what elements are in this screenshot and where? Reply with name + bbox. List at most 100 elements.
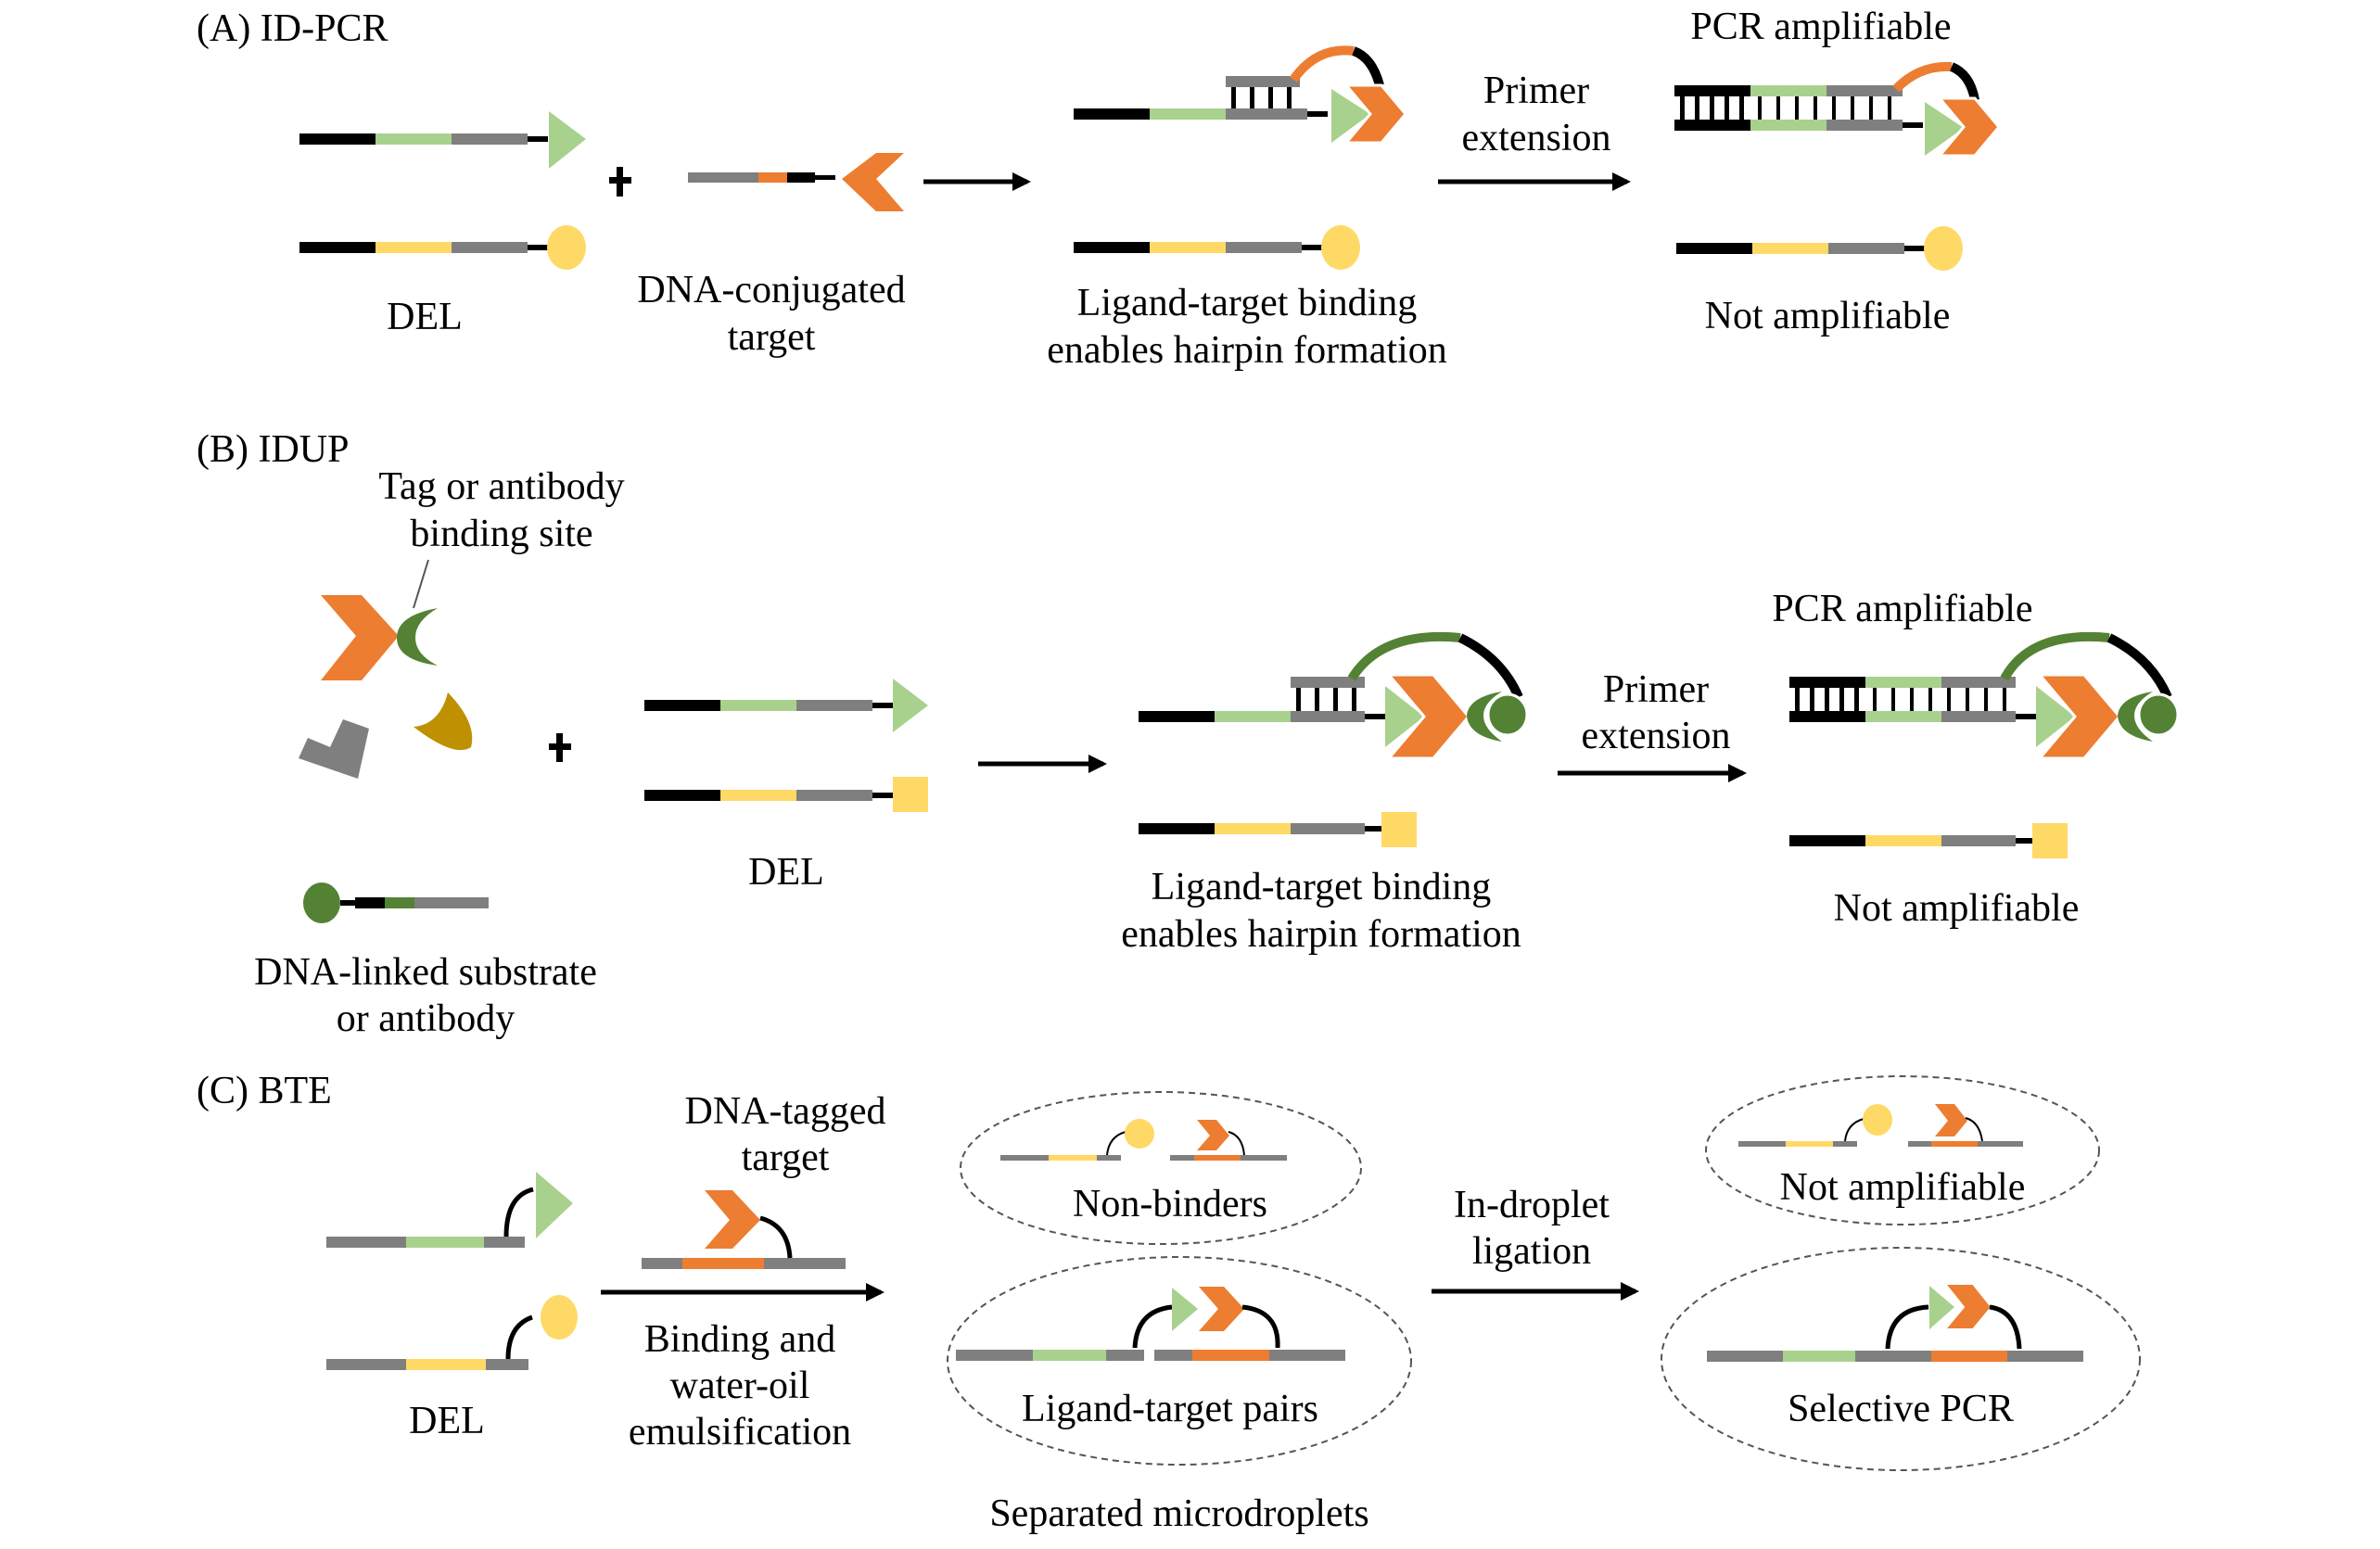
target-chevron-icon: [1936, 96, 2001, 158]
droplet-ligand-target-pairs: Ligand-target pairs: [947, 1256, 1412, 1466]
panel-a-arrow-label-2: extension: [1462, 117, 1611, 159]
panel-b-hairpin-label-2: enables hairpin formation: [1121, 913, 1521, 956]
ligand-square-icon: [2032, 823, 2068, 858]
result-top-label: Not amplifiable: [1780, 1166, 2026, 1209]
panel-c-arrow2-label-2: ligation: [1472, 1230, 1591, 1273]
panel-a-result-top: PCR amplifiable: [1690, 6, 1951, 48]
hairpin-complex: [1139, 632, 1529, 760]
target-chevron-icon: [1385, 673, 1470, 760]
droplet-bottom-label: Ligand-target pairs: [1022, 1388, 1318, 1430]
del-strand-green-triangle: [326, 1172, 573, 1248]
panel-b-result-bottom: Not amplifiable: [1834, 887, 2080, 930]
tag-crescent-icon: [2118, 692, 2153, 742]
panel-a-arrow-label-1: Primer: [1483, 70, 1589, 112]
del-strand-yellow-circle: [1074, 225, 1360, 270]
panel-a-target-label-1: DNA-conjugated: [637, 269, 905, 311]
droplet-non-binders: Non-binders: [960, 1091, 1362, 1245]
dna-tagged-target: [642, 1190, 846, 1269]
panel-b-del-label: DEL: [748, 851, 824, 894]
panel-c-arrow1-label-2: water-oil: [670, 1365, 810, 1407]
del-strand-green-triangle: [644, 679, 928, 732]
result-bottom-label: Selective PCR: [1788, 1388, 2014, 1430]
substrate-circle-icon: [2137, 692, 2180, 737]
ligand-triangle-icon: [1925, 102, 1964, 156]
ligand-triangle-icon: [1331, 89, 1370, 143]
del-strand-yellow-circle: [299, 225, 586, 270]
substrate-circle-icon: [303, 882, 340, 923]
panel-c-arrow1-label-1: Binding and: [644, 1318, 836, 1361]
droplet-not-amplifiable: Not amplifiable: [1705, 1075, 2100, 1225]
panel-b-substrate-label-1: DNA-linked substrate: [254, 951, 597, 994]
del-strand-green-triangle: [299, 111, 586, 169]
droplet-selective-pcr: Selective PCR: [1661, 1247, 2141, 1471]
panel-a-del-label: DEL: [387, 296, 463, 338]
ligand-square-icon: [893, 777, 928, 812]
substrate-circle-icon: [1486, 692, 1529, 737]
droplet-top-label: Non-binders: [1073, 1183, 1267, 1225]
callout-line: [413, 559, 429, 609]
hairpin-complex: [1074, 45, 1407, 145]
panel-c-arrow2-label-1: In-droplet: [1454, 1184, 1610, 1226]
target-chevron-icon: [321, 595, 399, 680]
target-chevron-icon: [1197, 1120, 1229, 1150]
panel-c: (C) BTE DEL DNA-tagged target: [197, 1070, 2141, 1535]
ligand-circle-icon: [1321, 225, 1360, 270]
panel-a: (A) ID-PCR DEL: [197, 6, 2001, 372]
mustard-protein-icon: [414, 692, 473, 751]
dna-conjugated-target: [688, 153, 904, 211]
panel-a-hairpin-label-2: enables hairpin formation: [1047, 329, 1447, 372]
panel-a-result-bottom: Not amplifiable: [1705, 295, 1951, 337]
ligand-triangle-icon: [536, 1172, 573, 1238]
target-chevron-icon: [2036, 673, 2121, 760]
ligand-circle-icon: [1863, 1104, 1892, 1136]
del-strand-yellow-circle: [326, 1295, 578, 1370]
panel-a-target-label-2: target: [728, 316, 816, 359]
plus-icon: [549, 733, 571, 762]
extended-duplex: [1789, 632, 2180, 760]
panel-b-arrow-label-2: extension: [1582, 715, 1731, 757]
panel-b-arrow-label-1: Primer: [1603, 668, 1709, 711]
target-chevron-icon: [1343, 83, 1407, 145]
ligand-triangle-icon: [2036, 686, 2075, 747]
panel-b: (B) IDUP Tag or antibody binding site DN…: [197, 428, 2180, 1040]
panel-b-title: (B) IDUP: [197, 428, 350, 471]
ligand-circle-icon: [1125, 1119, 1154, 1149]
target-chevron-icon: [1935, 1104, 1967, 1136]
panel-c-del-label: DEL: [409, 1400, 485, 1442]
tag-crescent-icon: [1467, 692, 1502, 742]
gray-protein-icon: [299, 719, 369, 779]
del-strand-yellow-square: [1789, 823, 2068, 858]
ligand-circle-icon: [547, 225, 586, 270]
panel-b-hairpin-label-1: Ligand-target binding: [1152, 866, 1492, 908]
extended-duplex: [1674, 61, 2001, 158]
panel-c-arrow1-label-3: emulsification: [629, 1411, 851, 1454]
ligand-triangle-icon: [1929, 1286, 1954, 1329]
droplets-caption: Separated microdroplets: [989, 1492, 1368, 1535]
del-strand-yellow-square: [644, 777, 928, 812]
ligand-triangle-icon: [549, 111, 586, 169]
panel-b-result-top: PCR amplifiable: [1772, 588, 2032, 630]
ligand-circle-icon: [1924, 226, 1963, 271]
panel-a-hairpin-label-1: Ligand-target binding: [1077, 282, 1418, 324]
panel-c-title: (C) BTE: [197, 1070, 332, 1112]
target-chevron-icon: [842, 153, 904, 211]
panel-b-substrate-label-2: or antibody: [337, 997, 515, 1040]
tag-crescent-icon: [397, 608, 438, 666]
ligand-triangle-icon: [1385, 686, 1424, 747]
ligand-square-icon: [1381, 812, 1417, 847]
dna-linked-substrate: [303, 882, 489, 923]
target-chevron-icon: [1199, 1287, 1244, 1331]
ligand-triangle-icon: [893, 679, 928, 732]
target-chevron-icon: [705, 1190, 760, 1249]
panel-a-title: (A) ID-PCR: [197, 7, 388, 50]
panel-c-target-label-1: DNA-tagged: [685, 1090, 886, 1133]
del-strand-yellow-circle: [1676, 226, 1963, 271]
ligand-triangle-icon: [1172, 1288, 1198, 1331]
panel-b-binding-site-label-1: Tag or antibody: [378, 465, 624, 508]
panel-c-target-label-2: target: [742, 1136, 830, 1179]
del-strand-yellow-square: [1139, 812, 1417, 847]
plus-icon: [609, 167, 631, 197]
ligand-circle-icon: [541, 1295, 578, 1340]
target-chevron-icon: [1942, 1283, 1993, 1330]
